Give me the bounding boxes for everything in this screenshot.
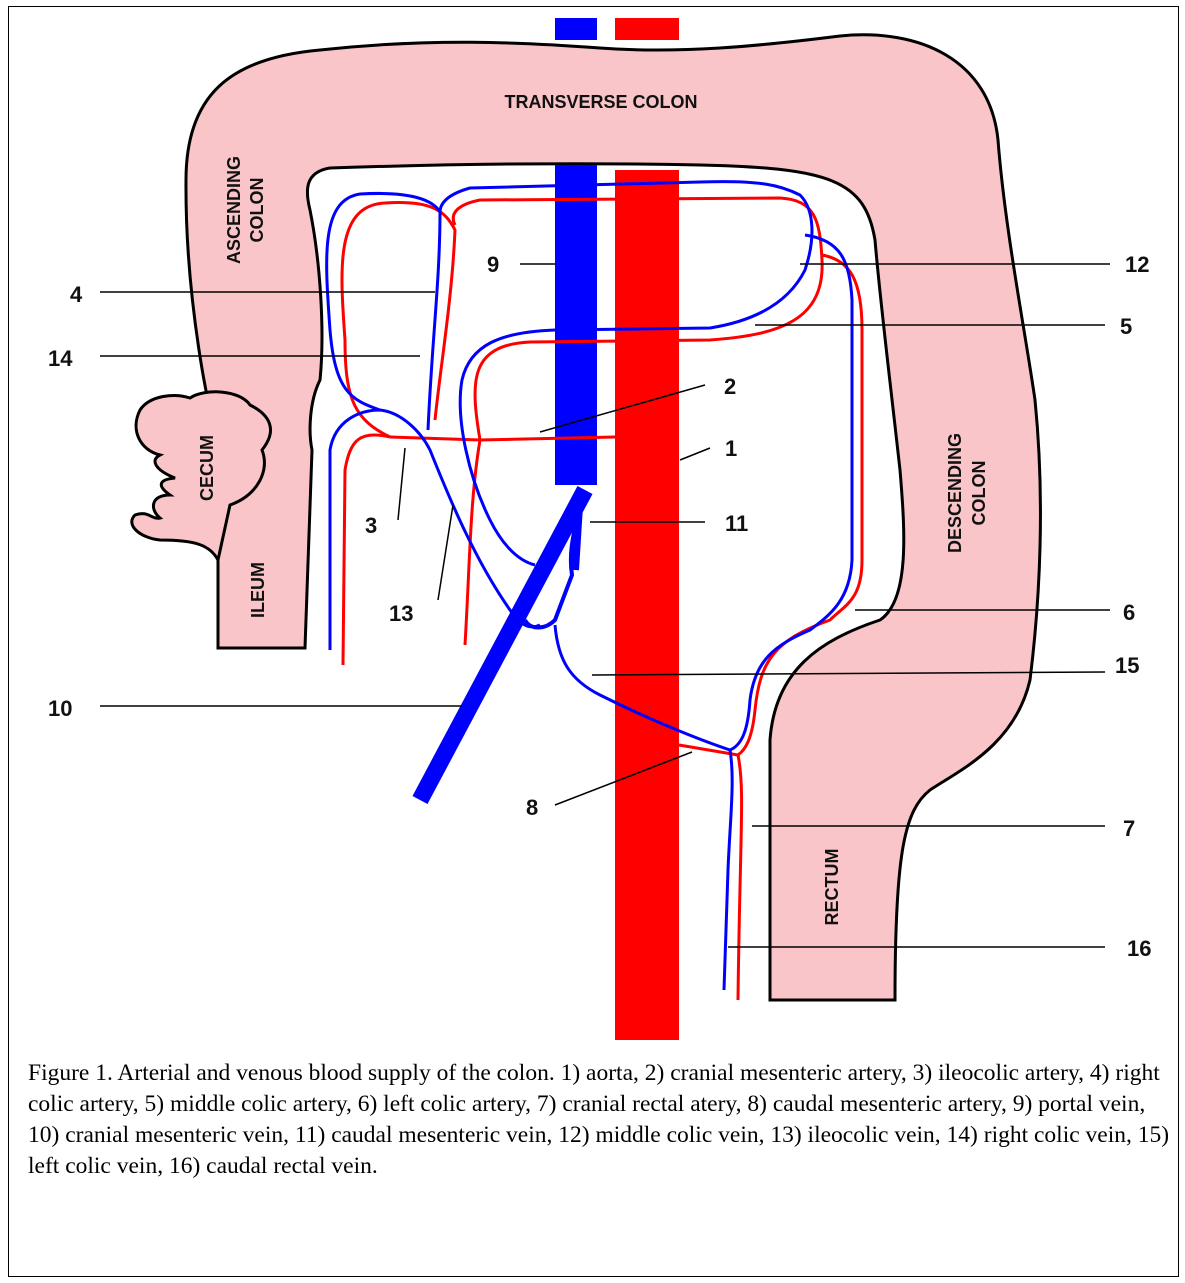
label-transverse-colon: TRANSVERSE COLON: [504, 92, 697, 112]
caudal-mesenteric-vein-band: [575, 490, 580, 570]
num-4: 4: [70, 282, 83, 307]
num-9: 9: [487, 252, 499, 277]
aorta-top: [615, 18, 679, 40]
colon-shape: [186, 35, 1040, 1000]
leader-1: [680, 448, 710, 460]
aorta: [615, 170, 679, 1040]
num-5: 5: [1120, 314, 1132, 339]
cranial-mesenteric-vein: [420, 490, 585, 800]
label-ascending-line1: ASCENDING: [224, 156, 244, 264]
portal-vein: [555, 18, 597, 40]
num-12: 12: [1125, 252, 1149, 277]
colon-blood-supply-diagram: TRANSVERSE COLON ASCENDING COLON DESCEND…: [0, 0, 1185, 1050]
leader-3: [398, 448, 405, 520]
num-8: 8: [526, 795, 538, 820]
num-11: 11: [725, 511, 748, 536]
label-descending-line2: COLON: [969, 461, 989, 526]
figure-caption: Figure 1. Arterial and venous blood supp…: [28, 1058, 1173, 1182]
num-15: 15: [1115, 653, 1139, 678]
num-7: 7: [1123, 816, 1135, 841]
num-13: 13: [389, 601, 413, 626]
label-descending-line1: DESCENDING: [945, 433, 965, 553]
num-14: 14: [48, 346, 73, 371]
label-ascending-line2: COLON: [247, 178, 267, 243]
cranial-rectal-artery: [738, 755, 742, 1000]
label-cecum: CECUM: [197, 435, 217, 501]
num-1: 1: [725, 436, 737, 461]
caudal-rectal-vein: [724, 750, 732, 990]
num-3: 3: [365, 513, 377, 538]
ileocolic-vein: [330, 410, 540, 650]
num-2: 2: [724, 374, 736, 399]
leader-13: [438, 505, 453, 600]
middle-colic-vein-branch: [460, 330, 555, 565]
num-10: 10: [48, 696, 72, 721]
num-6: 6: [1123, 600, 1135, 625]
num-16: 16: [1127, 936, 1151, 961]
ileocolic-artery: [343, 435, 390, 665]
label-rectum: RECTUM: [822, 849, 842, 926]
label-ileum: ILEUM: [248, 562, 268, 618]
